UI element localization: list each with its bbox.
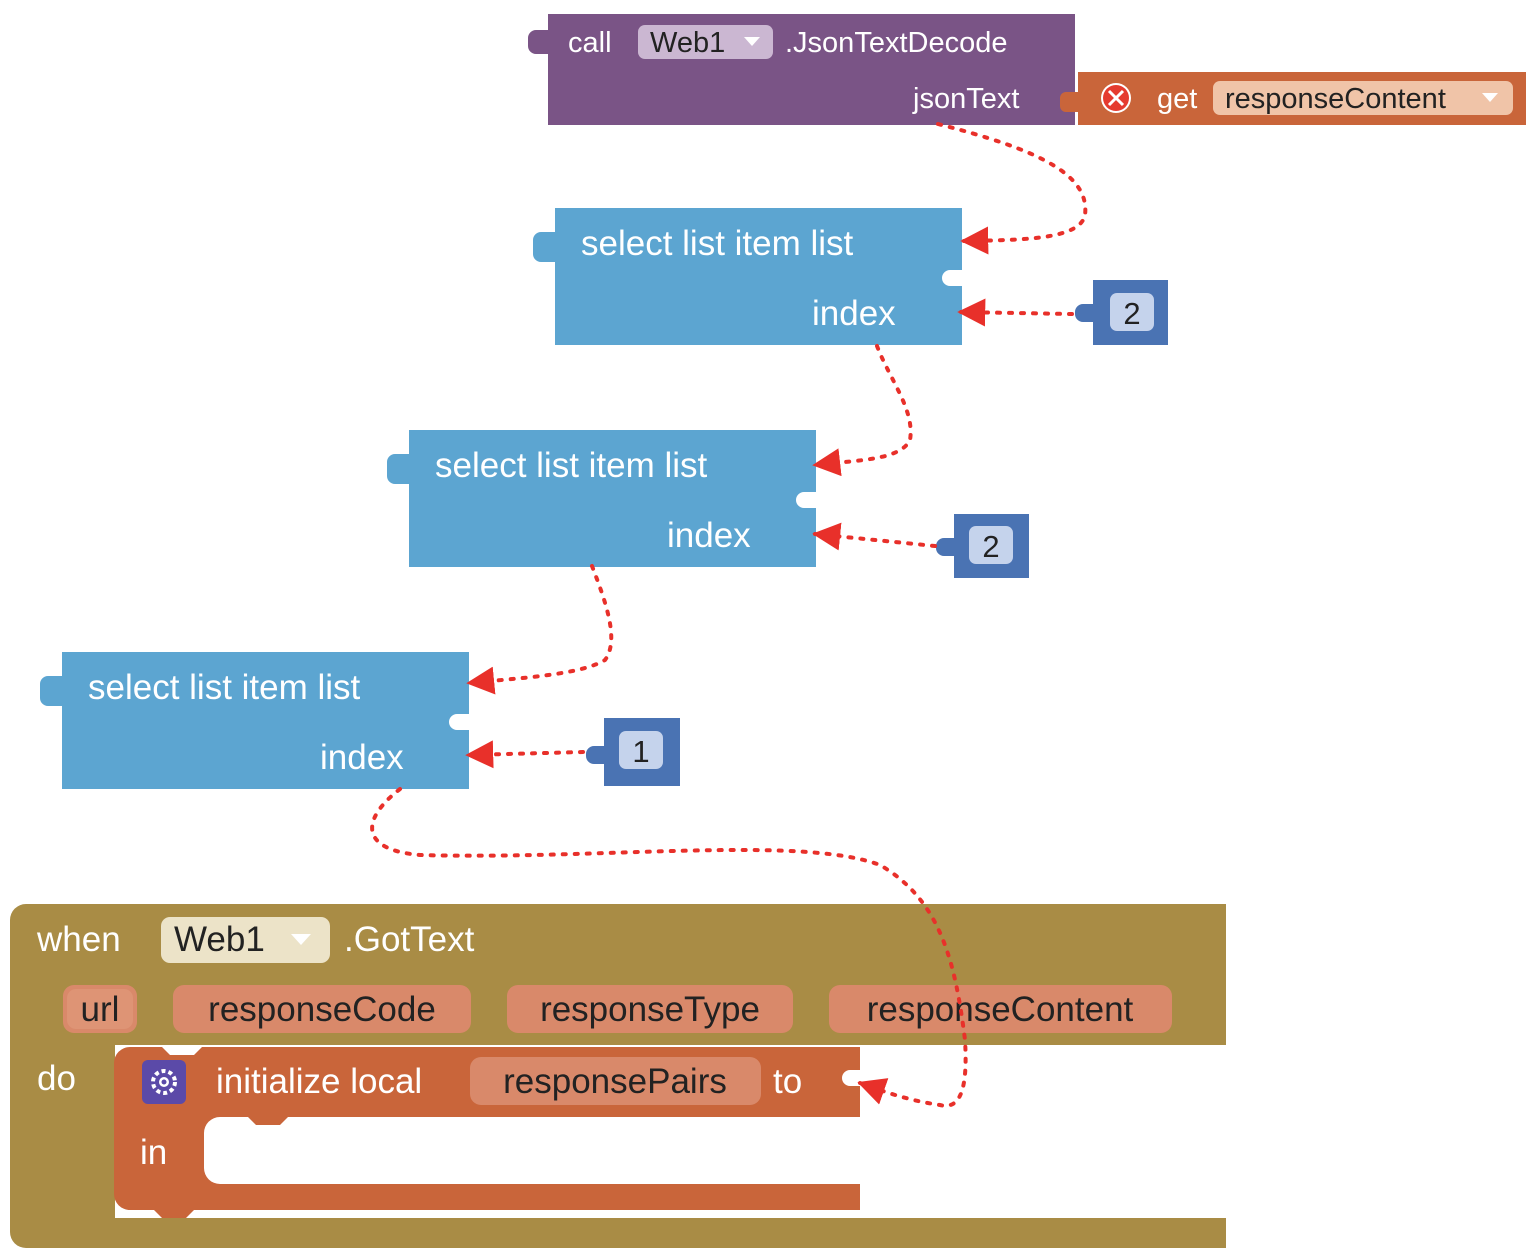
select-list-item-block[interactable]: select list item list index bbox=[533, 208, 962, 345]
chevron-down-icon bbox=[744, 37, 760, 46]
local-variable-name: responsePairs bbox=[503, 1062, 727, 1101]
param-label: responseContent bbox=[867, 990, 1134, 1029]
param-response-type[interactable]: responseType bbox=[507, 985, 793, 1033]
index-label: index bbox=[320, 738, 404, 777]
param-label: responseType bbox=[540, 990, 760, 1029]
do-label: do bbox=[37, 1059, 76, 1098]
number-block[interactable]: 1 bbox=[586, 718, 680, 786]
chevron-down-icon bbox=[291, 934, 311, 945]
get-label: get bbox=[1157, 83, 1197, 115]
arrow-json-to-list-1 bbox=[936, 122, 1088, 255]
arrow-select3-to-initialize bbox=[370, 787, 968, 1108]
variable-dropdown[interactable]: responseContent bbox=[1213, 81, 1513, 115]
get-response-content-block[interactable]: get responseContent bbox=[1060, 72, 1526, 125]
arrow-number-to-index-3 bbox=[465, 740, 585, 769]
chevron-down-icon bbox=[1482, 93, 1498, 102]
select-list-item-title: select list item list bbox=[581, 224, 854, 263]
event-name-label: .GotText bbox=[344, 920, 475, 959]
when-got-text-event-block[interactable]: when Web1 .GotText url responseCode resp… bbox=[10, 904, 1226, 1248]
param-response-content[interactable]: responseContent bbox=[829, 985, 1172, 1033]
param-response-code[interactable]: responseCode bbox=[173, 985, 471, 1033]
select-list-item-block[interactable]: select list item list index bbox=[387, 430, 816, 567]
component-dropdown[interactable]: Web1 bbox=[638, 25, 773, 59]
index-label: index bbox=[812, 294, 896, 333]
event-component-label: Web1 bbox=[174, 920, 265, 959]
call-json-text-decode-block[interactable]: call Web1 .JsonTextDecode jsonText bbox=[528, 14, 1075, 125]
gear-icon[interactable] bbox=[142, 1060, 186, 1104]
arrow-select2-to-list-3 bbox=[466, 564, 614, 695]
component-dropdown-label: Web1 bbox=[650, 27, 725, 59]
method-label: .JsonTextDecode bbox=[785, 27, 1007, 59]
initialize-local-block[interactable]: initialize local responsePairs to in bbox=[114, 1047, 860, 1218]
local-variable-name-field[interactable]: responsePairs bbox=[470, 1057, 761, 1105]
call-label: call bbox=[568, 27, 612, 59]
arrow-select1-to-list-2 bbox=[812, 344, 913, 477]
arrow-number-to-index-1 bbox=[957, 298, 1074, 327]
when-label: when bbox=[36, 920, 121, 959]
param-url[interactable]: url bbox=[63, 985, 137, 1033]
select-list-item-title: select list item list bbox=[88, 668, 361, 707]
param-label: responseCode bbox=[208, 990, 436, 1029]
number-value[interactable]: 1 bbox=[632, 734, 649, 769]
variable-dropdown-label: responseContent bbox=[1225, 83, 1446, 115]
in-label: in bbox=[140, 1133, 167, 1172]
number-block[interactable]: 2 bbox=[1075, 280, 1168, 345]
event-component-dropdown[interactable]: Web1 bbox=[161, 917, 330, 963]
arrow-number-to-index-2 bbox=[812, 522, 937, 551]
to-label: to bbox=[773, 1062, 802, 1101]
initialize-local-label: initialize local bbox=[216, 1062, 422, 1101]
param-label: url bbox=[81, 990, 120, 1029]
number-value[interactable]: 2 bbox=[982, 529, 999, 564]
number-value[interactable]: 2 bbox=[1123, 296, 1140, 331]
error-x-icon[interactable] bbox=[1101, 83, 1131, 113]
json-text-arg-label: jsonText bbox=[912, 83, 1019, 115]
select-list-item-block[interactable]: select list item list index bbox=[40, 652, 469, 789]
select-list-item-title: select list item list bbox=[435, 446, 708, 485]
index-label: index bbox=[667, 516, 751, 555]
number-block[interactable]: 2 bbox=[936, 514, 1029, 578]
